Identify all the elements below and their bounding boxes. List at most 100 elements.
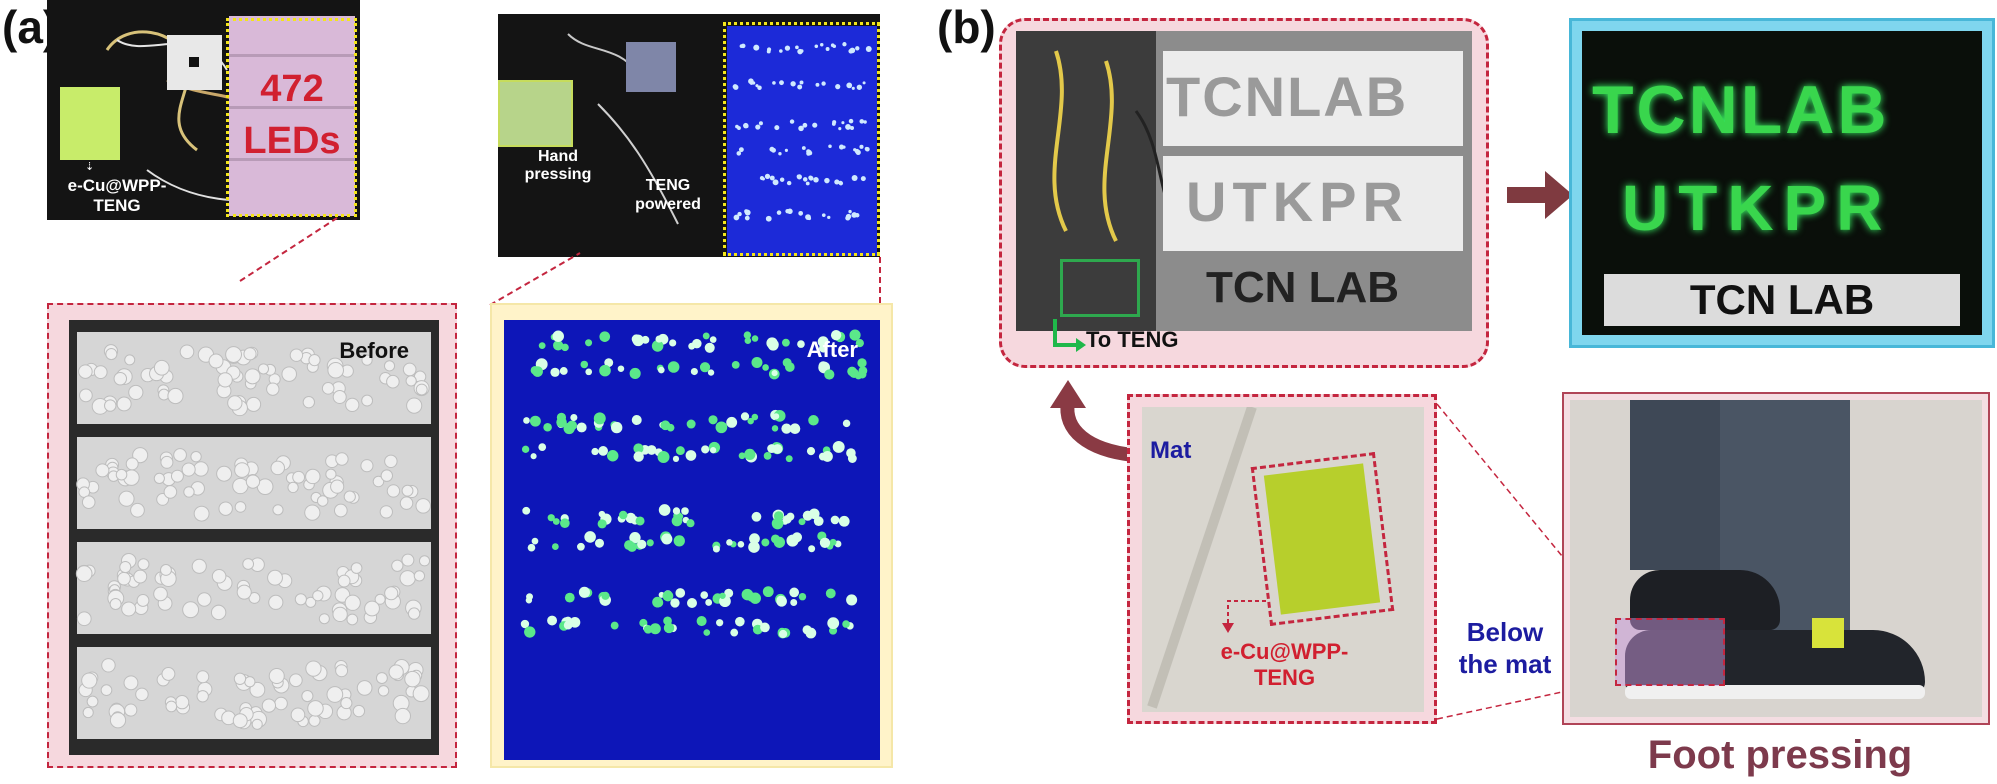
led — [360, 459, 374, 473]
lit-led — [641, 335, 650, 344]
lit-led — [686, 519, 695, 528]
mini-led — [853, 148, 857, 152]
lit-led — [819, 537, 831, 548]
lit-led — [632, 334, 644, 347]
led — [243, 347, 257, 361]
photo-led-array-unlit: 472 LEDs ⇣ e-Cu@WPP- TENG — [47, 0, 360, 220]
led — [179, 344, 195, 360]
mini-led — [856, 84, 863, 90]
lit-led — [846, 594, 858, 606]
teng-connection-box — [1060, 259, 1140, 317]
lit-led — [599, 364, 611, 377]
teng-label-line1: e-Cu@WPP- — [67, 176, 167, 195]
mini-led — [772, 179, 779, 186]
mini-led — [838, 127, 842, 131]
mini-led — [814, 44, 819, 49]
lit-led — [552, 518, 560, 525]
mini-led — [735, 124, 739, 129]
lit-led — [771, 425, 779, 432]
photo-board-lit: TCNLAB UTKPR TCN LAB — [1582, 31, 1982, 335]
lit-led — [522, 506, 531, 515]
mini-led — [776, 210, 782, 215]
led — [266, 382, 280, 396]
led — [123, 675, 139, 691]
lit-led — [806, 447, 816, 456]
led — [289, 348, 304, 362]
mini-led — [769, 146, 775, 152]
led — [312, 590, 324, 602]
mini-led — [838, 144, 845, 150]
led-word: LEDs — [243, 120, 341, 162]
led — [307, 700, 324, 717]
lit-led — [531, 537, 539, 545]
led — [190, 450, 202, 463]
lit-led — [611, 421, 623, 434]
led — [344, 594, 361, 611]
mini-led — [759, 176, 765, 181]
lit-led — [789, 423, 801, 434]
sock — [1812, 618, 1844, 648]
mini-led — [778, 151, 782, 156]
led — [236, 584, 252, 600]
led — [325, 468, 337, 480]
green-bent-arrow-icon — [1053, 319, 1086, 352]
lit-led — [553, 340, 564, 351]
led — [196, 690, 209, 703]
lit-led — [832, 440, 845, 453]
before-label: Before — [339, 338, 409, 363]
after-frame: After — [490, 303, 893, 768]
lit-led — [781, 423, 792, 434]
lit-led — [551, 543, 559, 550]
led — [81, 672, 98, 689]
led — [248, 592, 261, 604]
lit-led — [629, 367, 641, 380]
lit-led — [655, 335, 663, 343]
led — [95, 463, 110, 478]
led — [372, 475, 385, 488]
lit-led — [847, 454, 857, 463]
led — [79, 388, 93, 403]
mini-led — [828, 144, 832, 149]
led — [133, 569, 148, 584]
led — [104, 399, 117, 412]
lit-led — [617, 365, 625, 372]
photo-mat: Mat e-Cu@WPP- TENG — [1142, 407, 1424, 712]
mini-led — [824, 177, 830, 184]
led — [384, 454, 398, 469]
mini-led — [859, 144, 864, 149]
lit-led — [798, 592, 807, 601]
lit-frame: TCNLAB UTKPR TCN LAB — [1569, 18, 1995, 348]
led — [227, 395, 243, 411]
led — [308, 354, 321, 367]
lit-led — [657, 451, 670, 464]
mini-led — [864, 146, 869, 151]
lit-led — [700, 591, 709, 599]
mat-teng-line1: e-Cu@WPP- — [1220, 639, 1349, 664]
lit-led — [662, 590, 674, 602]
mini-led — [813, 177, 819, 183]
led — [281, 366, 297, 382]
lit-led — [601, 591, 610, 600]
mini-led — [757, 85, 762, 91]
panel-b-letter: (b) — [937, 1, 996, 53]
led — [401, 484, 414, 497]
led — [386, 484, 401, 498]
lit-led — [651, 340, 664, 352]
led — [318, 613, 330, 625]
highlight-box-powered — [723, 22, 880, 256]
led — [93, 365, 108, 380]
curved-return-arrow-icon — [1050, 380, 1134, 462]
lit-led — [740, 412, 750, 421]
lit-led — [597, 519, 607, 529]
led — [316, 495, 329, 507]
led — [340, 697, 353, 710]
lit-led — [702, 332, 710, 340]
led — [197, 592, 212, 607]
below-mat-line1: Below — [1466, 617, 1544, 647]
lit-led — [538, 342, 546, 350]
lit-led — [708, 415, 718, 425]
powered-leds-board — [727, 26, 877, 256]
led — [377, 685, 390, 697]
led — [267, 569, 283, 586]
